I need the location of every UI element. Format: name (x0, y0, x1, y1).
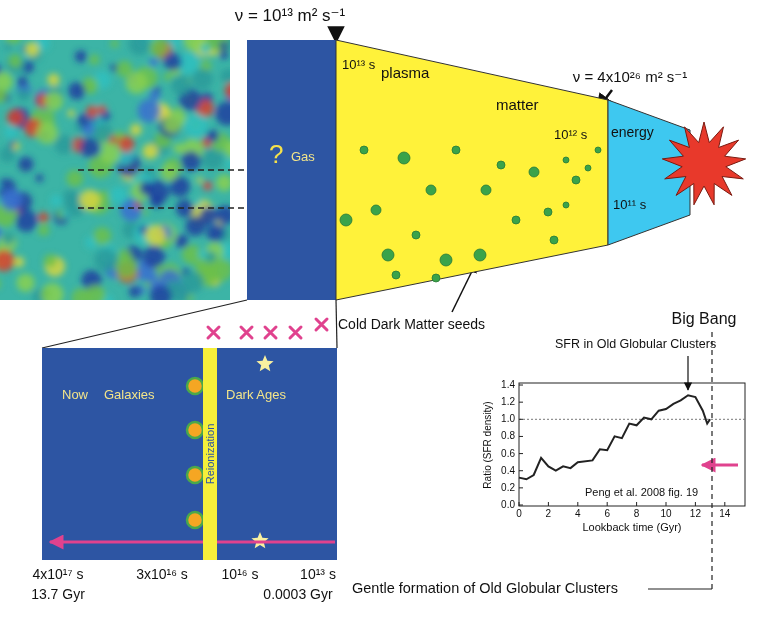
annotation-label: Ratio (SFR density) (482, 401, 494, 488)
node-text: ? (269, 140, 283, 170)
annotation-label: 13.7 Gyr (31, 586, 85, 602)
axis-tick-label: 2 (546, 508, 552, 520)
cdm-mark (208, 319, 327, 338)
annotation-label: Gentle formation of Old Globular Cluster… (352, 580, 618, 597)
zoom-line (78, 170, 262, 208)
annotation-label: 3x10¹⁶ s (136, 566, 188, 582)
gas-region-shape (247, 40, 336, 300)
node-text: Gas (291, 150, 315, 165)
sfr-chart (519, 356, 745, 506)
annotation-label: ν = 4x10²⁶ m² s⁻¹ (573, 68, 688, 85)
axis-tick-label: 1.0 (501, 414, 515, 426)
zoom-connector (336, 300, 337, 348)
node-text: Galaxies (104, 388, 155, 403)
axis-tick-label: 10 (660, 508, 671, 520)
annotation-label: 4x10¹⁷ s (33, 566, 84, 582)
annotation-label: SFR in Old Globular Clusters (555, 337, 716, 351)
axis-tick-label: 0.6 (501, 448, 515, 460)
node-text: 10¹² s (554, 128, 587, 143)
annotation-label: Peng et al. 2008 fig. 19 (585, 486, 698, 499)
node-text: Now (62, 388, 88, 403)
gas-region: ? Gas (247, 40, 336, 300)
cosmic-timeline-shape (42, 348, 337, 560)
axis-tick-label: 6 (604, 508, 610, 520)
annotation-label: 10¹³ s (300, 566, 336, 582)
node-text: matter (496, 96, 539, 113)
big-bang-burst-shape (664, 122, 744, 328)
node-text: Reionization (204, 424, 217, 485)
axis-tick-label: 8 (634, 508, 640, 520)
node-text: Dark Ages (226, 388, 286, 403)
node-text: 10¹¹ s (613, 198, 646, 213)
axis-tick-label: 0.8 (501, 431, 515, 443)
node-text: plasma (381, 64, 429, 81)
annotation-label: 0.0003 Gyr (263, 586, 332, 602)
axis-tick-label: 0 (516, 508, 522, 520)
plasma-region-shape (336, 40, 608, 300)
axis-tick-label: 1.4 (501, 379, 515, 391)
node-text: 10¹³ s (342, 58, 375, 73)
axis-tick-label: 4 (575, 508, 581, 520)
annotation-label: ν = 10¹³ m² s⁻¹ (235, 6, 346, 26)
axis-tick-label: 0.0 (501, 499, 515, 511)
axis-tick-label: 0.2 (501, 482, 515, 494)
node-text: energy (611, 124, 654, 140)
cosmic-timeline: Now Galaxies Dark AgesReionization (42, 348, 337, 560)
reionization-band: Reionization (203, 348, 217, 560)
zoom-connector (42, 300, 247, 348)
axis-tick-label: 12 (690, 508, 701, 520)
axis-tick-label: 14 (719, 508, 730, 520)
axis-tick-label: 1.2 (501, 396, 515, 408)
annotation-label: Lookback time (Gyr) (582, 521, 681, 534)
annotation-label: Cold Dark Matter seeds (338, 316, 485, 332)
leader-line (648, 588, 712, 589)
plasma-region: 10¹³ s plasma matter 10¹² s (336, 40, 608, 300)
big-bang-burst: Big Bang (664, 122, 744, 328)
axis-tick-label: 0.4 (501, 465, 515, 477)
annotation-label: 10¹⁶ s (222, 566, 259, 582)
leader-line (711, 332, 712, 589)
cmb-map (0, 40, 230, 300)
node-text: Big Bang (672, 310, 737, 328)
